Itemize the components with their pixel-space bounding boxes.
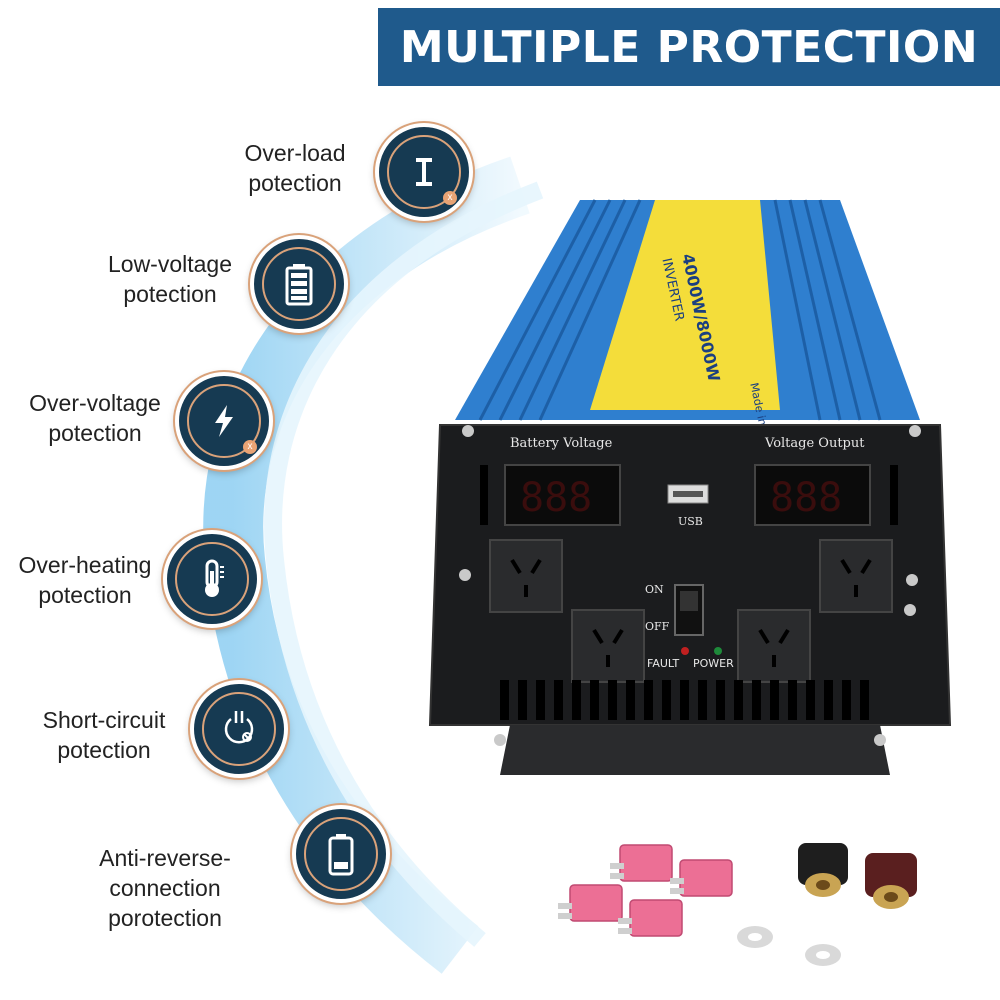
power-label: POWER (693, 657, 734, 670)
banner-title: MULTIPLE PROTECTION (378, 8, 1000, 86)
lightning-icon: x (175, 372, 273, 470)
reverse-battery-icon (292, 805, 390, 903)
battery-icon (250, 235, 348, 333)
usb-label: USB (678, 515, 703, 528)
on-label: ON (645, 583, 664, 596)
voltage-output-display: 888 (770, 475, 842, 521)
voltage-output-label: Voltage Output (764, 436, 865, 451)
inverter-image: 4000W/8000W INVERTER Made in China Batte… (428, 199, 952, 775)
off-label: OFF (645, 620, 670, 633)
thermometer-icon (163, 530, 261, 628)
battery-voltage-display: 888 (520, 475, 592, 521)
short-circuit-icon (190, 680, 288, 778)
overload-icon: x (375, 123, 473, 221)
fault-label: FAULT (647, 657, 680, 670)
accessories-image (558, 843, 917, 966)
battery-voltage-label: Battery Voltage (510, 436, 613, 451)
